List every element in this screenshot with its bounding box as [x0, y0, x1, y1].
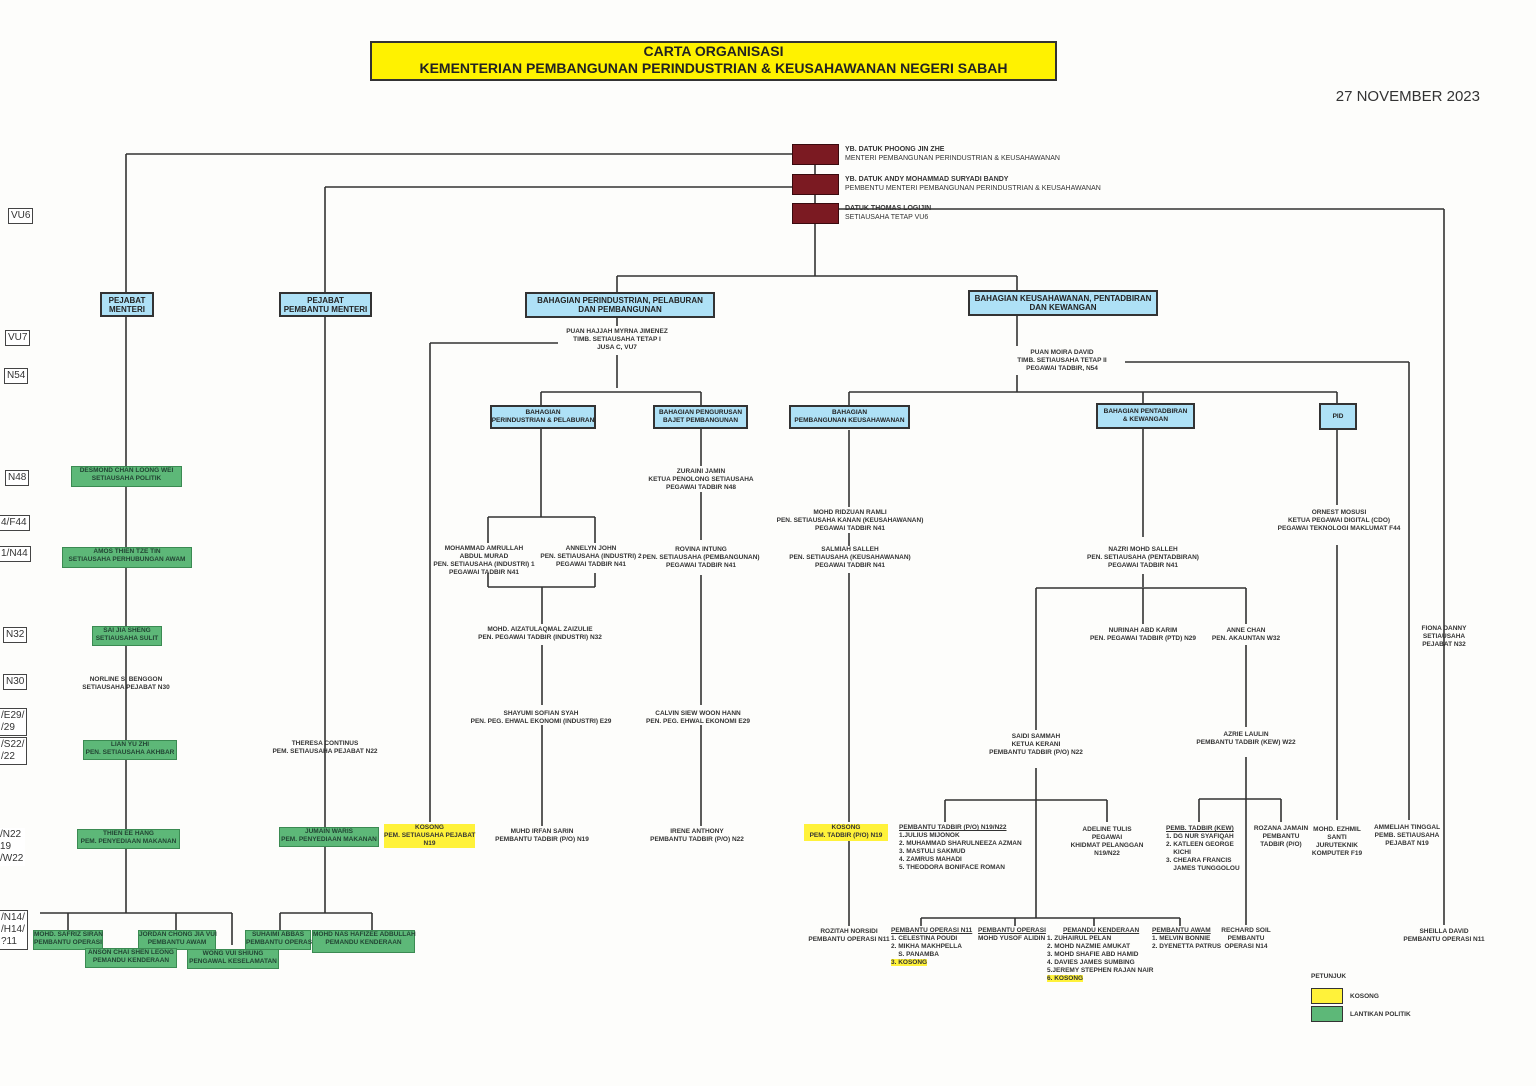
grade-label: VU6: [8, 208, 34, 224]
staff-list: PEMBANTU OPERASI N11 1. CELESTINA POUDI …: [891, 927, 973, 966]
assistant-minister-box: [792, 174, 839, 195]
vacant-marker: 6. KOSONG: [1047, 975, 1084, 982]
legend-label: LANTIKAN POLITIK: [1350, 1011, 1411, 1018]
unit-perindustrian-pelaburan: BAHAGIAN PERINDUSTRIAN & PELABURAN: [490, 405, 596, 429]
unit-pentadbiran-kewangan: BAHAGIAN PENTADBIRAN & KEWANGAN: [1096, 403, 1195, 429]
secretary-label: DATUK THOMAS LOGIJIN SETIAUSAHA TETAP VU…: [845, 205, 932, 221]
legend-label: KOSONG: [1350, 993, 1379, 1000]
legend-swatch-vacant: [1311, 988, 1343, 1004]
grade-label: N30: [3, 674, 28, 690]
grade-label: /N14/ /H14/ ?11: [0, 910, 28, 950]
title-line-1: CARTA ORGANISASI: [643, 43, 784, 59]
secretary-box: [792, 203, 839, 224]
unit-pembangunan-keusahawanan: BAHAGIAN PEMBANGUNAN KEUSAHAWANAN: [789, 405, 910, 429]
grade-label: /S22/ /22: [0, 737, 28, 765]
unit-bahagian-perindustrian: BAHAGIAN PERINDUSTRIAN, PELABURAN DAN PE…: [525, 292, 715, 318]
title-line-2: KEMENTERIAN PEMBANGUNAN PERINDUSTRIAN & …: [419, 60, 1008, 76]
staff-list: PEMANDU KENDERAAN 1. ZUHAIRUL PELAN 2. M…: [1047, 927, 1154, 982]
staff-list: PEMBANTU AWAM 1. MELVIN BONNIE 2. DYENET…: [1152, 927, 1222, 950]
staff-list: PEMB. TADBIR (KEW) 1. DG NUR SYAFIQAH 2.…: [1166, 825, 1240, 872]
staff-list: PEMBANTU TADBIR (P/O) N19/N22 1.JULIUS M…: [899, 824, 1022, 871]
legend-title: PETUNJUK: [1311, 973, 1347, 980]
assistant-minister-label: YB. DATUK ANDY MOHAMMAD SURYADI BANDY PE…: [845, 176, 1101, 192]
chart-title: CARTA ORGANISASI KEMENTERIAN PEMBANGUNAN…: [370, 41, 1057, 81]
unit-pid: PID: [1319, 403, 1357, 430]
grade-label: VU7: [5, 330, 31, 346]
grade-label: N48: [5, 470, 30, 486]
grade-label: N32: [3, 627, 28, 643]
vacant-marker: 3. KOSONG: [891, 959, 928, 966]
legend-swatch-political: [1311, 1006, 1343, 1022]
grade-label: /N22 19 /W22: [0, 828, 26, 866]
unit-pejabat-pembantu-menteri: PEJABAT PEMBANTU MENTERI: [279, 292, 372, 317]
grade-label: 4/F44: [0, 515, 30, 531]
grade-label: N54: [4, 368, 29, 384]
staff-list: PEMBANTU OPERASI MOHD YUSOF ALIDIN: [978, 927, 1046, 942]
unit-bahagian-keusahawanan: BAHAGIAN KEUSAHAWANAN, PENTADBIRAN DAN K…: [968, 290, 1158, 316]
minister-label: YB. DATUK PHOONG JIN ZHE MENTERI PEMBANG…: [845, 146, 1060, 162]
unit-pengurusan-bajet: BAHAGIAN PENGURUSAN BAJET PEMBANGUNAN: [653, 405, 748, 429]
chart-date: 27 NOVEMBER 2023: [1335, 88, 1480, 105]
grade-label: 1/N44: [0, 546, 31, 562]
unit-pejabat-menteri: PEJABAT MENTERI: [100, 292, 154, 317]
minister-box: [792, 144, 839, 165]
grade-label: /E29/ /29: [0, 708, 28, 736]
